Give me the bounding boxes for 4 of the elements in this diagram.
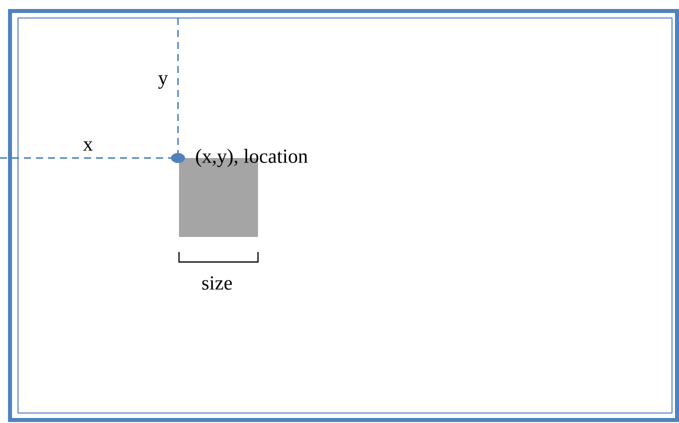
axis-label: y: [158, 75, 168, 89]
axis-label: x: [83, 141, 93, 151]
size-label: size: [202, 276, 232, 290]
location-label: (x,y), location: [196, 148, 308, 168]
